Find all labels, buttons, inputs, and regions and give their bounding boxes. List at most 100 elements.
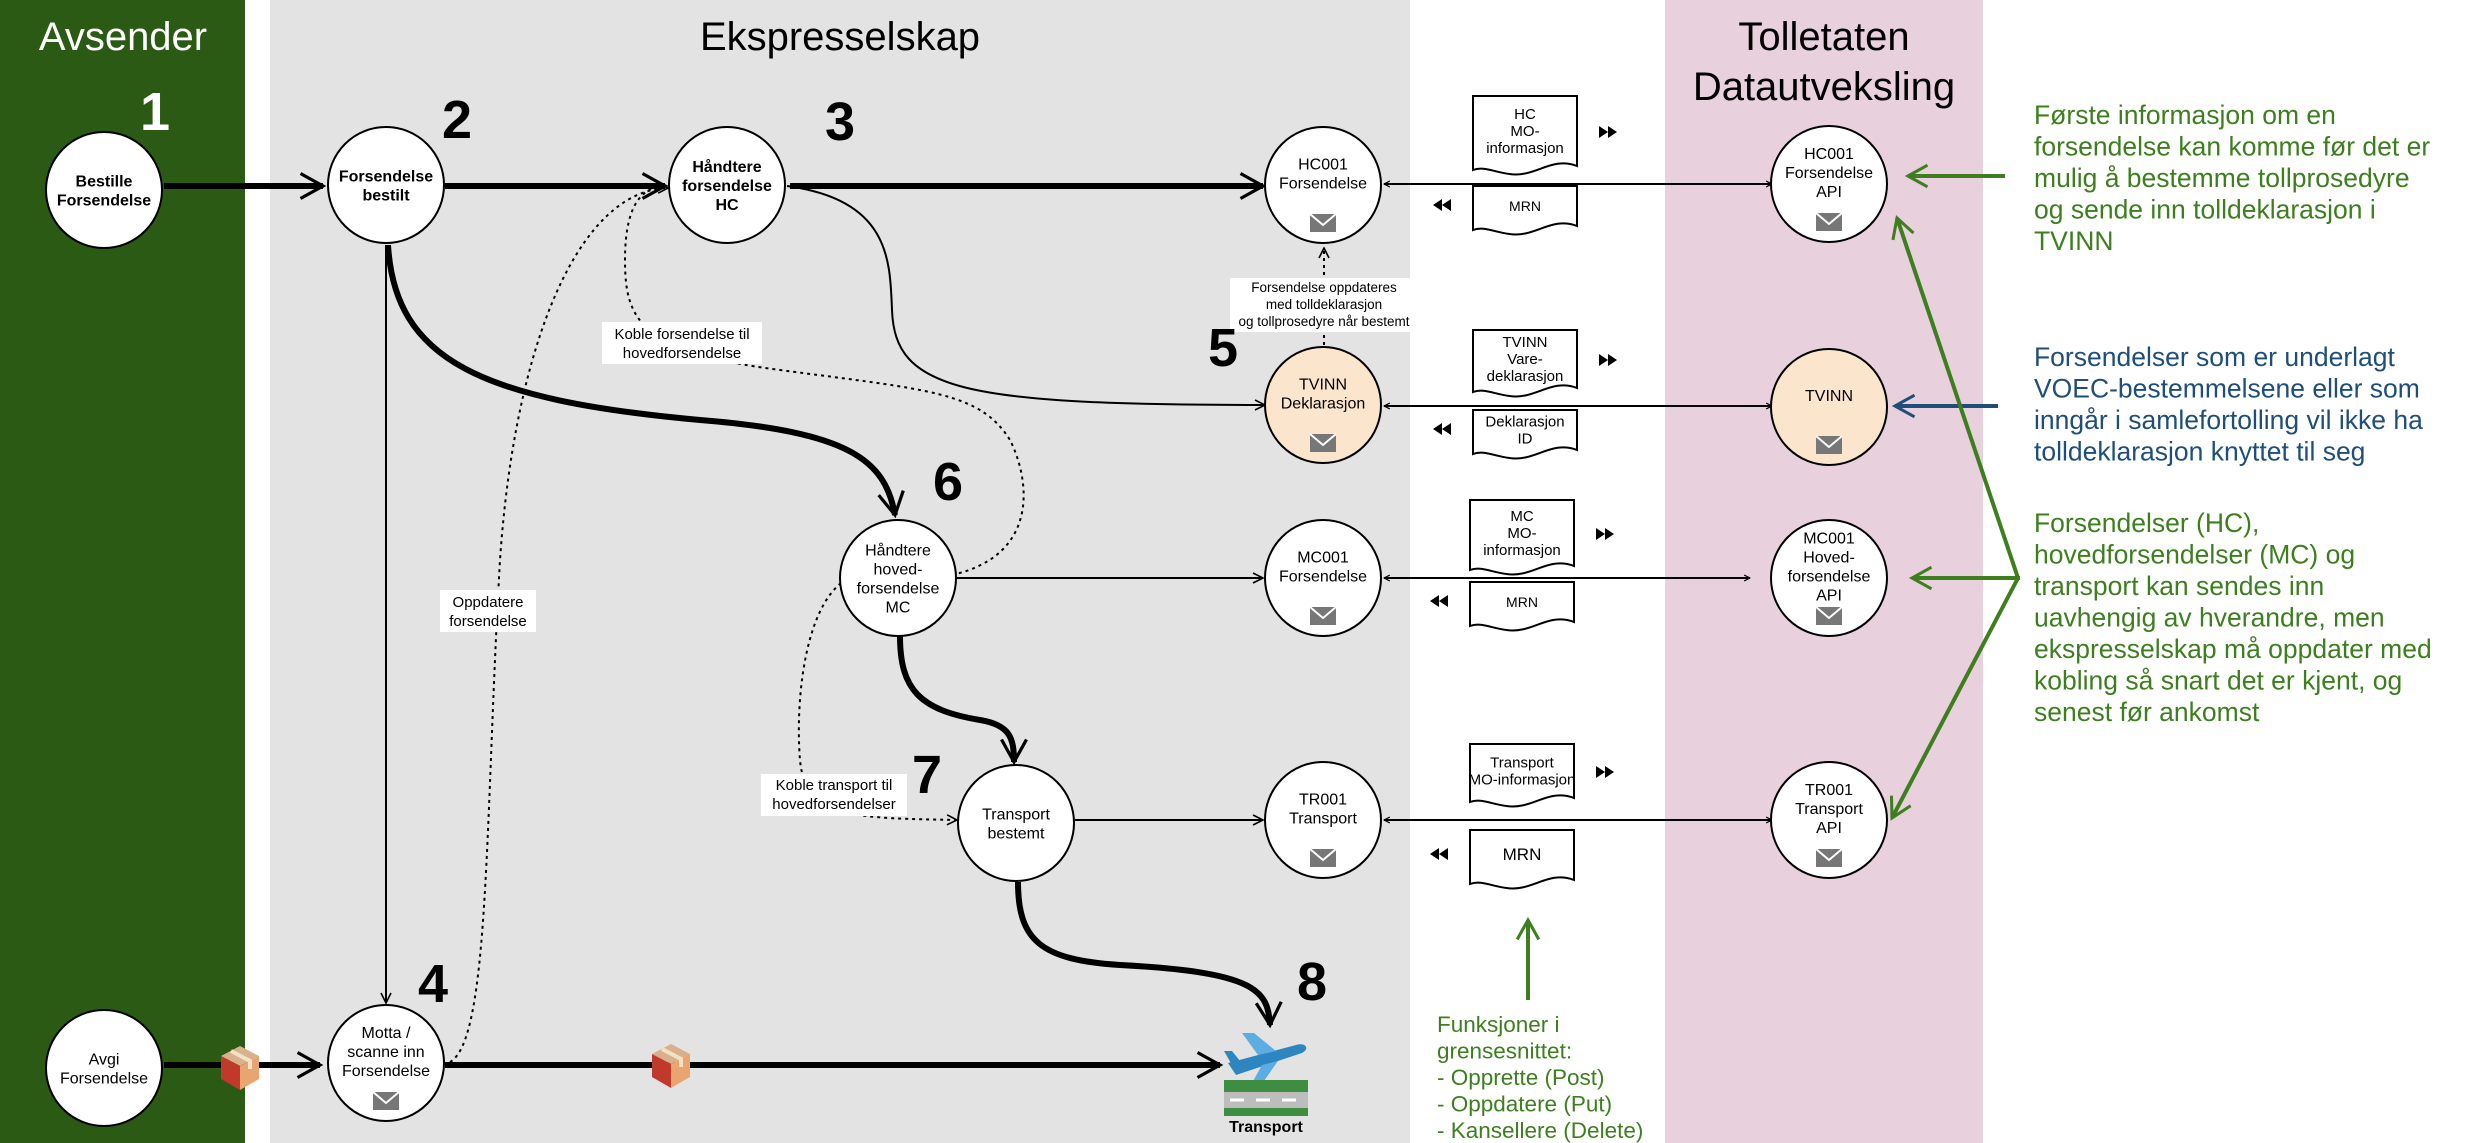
step-number: 4 [418,954,448,1014]
rewind-icon [1433,423,1451,435]
node-label: forsendelse [857,581,940,598]
annotation-line: senest før ankomst [2034,697,2260,727]
node-label: Transport [982,807,1050,824]
node-transport-startet: Transport [1229,1119,1303,1136]
annotation-line: Første informasjon om en [2034,100,2336,130]
node-transport-bestemt: Transport bestemt [957,764,1075,882]
node-label: bestemt [988,826,1045,843]
node-label: Håndtere [865,542,931,560]
node-label: API [1816,820,1842,837]
node-label: Forsendelse [339,169,433,186]
svg-text:hovedforsendelse: hovedforsendelse [623,345,741,362]
node-label: deklarasjon [1487,368,1564,385]
lane-title-avsender: Avsender [39,15,207,59]
envelope-icon [1815,435,1843,455]
note-arrows [1515,163,2020,1000]
annotation-line: grensesnittet: [1437,1039,1572,1064]
annotation-line: mulig å bestemme tollprosedyre [2034,163,2410,193]
fast-forward-icon [1596,528,1614,540]
node-label: Transport [1229,1119,1303,1136]
envelope-icon [1815,848,1843,868]
node-tvinn: TVINN [1770,348,1888,466]
node-label: Forsendelse [1279,176,1367,193]
envelope-icon [1309,848,1337,868]
lane-title-datautveksling: Datautveksling [1693,65,1955,109]
message-mrn1: MRN [1433,185,1578,236]
envelope-icon [372,1091,400,1111]
node-label: HC001 [1804,146,1854,163]
node-label: MC [1510,508,1533,525]
annotation-line: Forsendelser som er underlagt [2034,342,2396,372]
envelope-icon [1309,433,1337,453]
envelope-icon [1815,606,1843,626]
node-label: MC [886,600,911,617]
annotation-line: tolldeklarasjon knyttet til seg [2034,437,2365,467]
node-label: API [1816,588,1842,605]
fast-forward-icon [1599,354,1617,366]
step-number: 3 [825,92,855,152]
message-mrn3: MRN [1430,829,1575,890]
node-label: HC001 [1298,157,1348,174]
node-label: Deklarasjon [1281,396,1365,413]
node-label: hoved- [874,562,923,579]
lane-title-tolletaten: Tolletaten [1738,15,1909,59]
annotation-line: Funksjoner i [1437,1012,1560,1037]
svg-text:Forsendelse oppdateres: Forsendelse oppdateres [1251,280,1397,295]
annotation-line: - Oppdatere (Put) [1437,1092,1612,1117]
node-label: Forsendelse [1279,569,1367,586]
node-label: Forsendelse [342,1063,430,1080]
annotation-line: og sende inn tolldeklarasjon i [2034,195,2376,225]
svg-text:Koble forsendelse til: Koble forsendelse til [614,326,749,343]
lane-title-ekspresselskap: Ekspresselskap [700,15,980,59]
message-mrn2: MRN [1430,581,1575,632]
node-label: MRN [1509,198,1541,214]
annotation-line: uavhengig av hverandre, men [2034,603,2385,633]
node-label: MO- [1507,525,1536,542]
node-label: Håndtere [692,158,761,176]
node-label: Bestille [76,174,133,191]
node-label: HC [715,197,739,214]
edge-label-koble-forsendelse: Koble forsendelse til hovedforsendelse [602,322,762,364]
fast-forward-icon [1596,766,1614,778]
node-label: Vare- [1507,351,1543,368]
node-label: TVINN [1805,388,1853,405]
rewind-icon [1433,199,1451,211]
node-label: Transport [1490,755,1554,772]
node-label: Hoved- [1803,550,1855,567]
node-label: Forsendelse [57,193,151,210]
svg-text:og tollprosedyre når bestemt: og tollprosedyre når bestemt [1238,314,1409,329]
node-label: Avgi [89,1052,120,1069]
node-label: forsendelse [682,178,772,195]
envelope-icon [1309,213,1337,233]
node-label: Forsendelse [1785,165,1873,182]
runway-icon [1224,1080,1308,1116]
node-label: TR001 [1805,782,1853,799]
annotation-line: transport kan sendes inn [2034,571,2324,601]
svg-text:Oppdatere: Oppdatere [453,594,524,611]
main-flow [164,172,1283,1079]
nodes: BestilleForsendelseAvgiForsendelseForsen… [45,125,1888,1136]
rewind-icon [1430,595,1448,607]
annotation-line: Forsendelser (HC), [2034,508,2259,538]
svg-text:hovedforsendelser: hovedforsendelser [772,796,895,813]
node-label: MO-informasjon [1469,772,1576,789]
node-label: informasjon [1486,140,1564,157]
node-label: Deklarasjon [1485,414,1564,431]
node-label: scanne inn [347,1044,424,1061]
thin-flow [386,184,1772,1003]
annotation-line: - Kansellere (Delete) [1437,1118,1643,1143]
node-label: Forsendelse [60,1071,148,1088]
step-number: 6 [933,452,963,512]
